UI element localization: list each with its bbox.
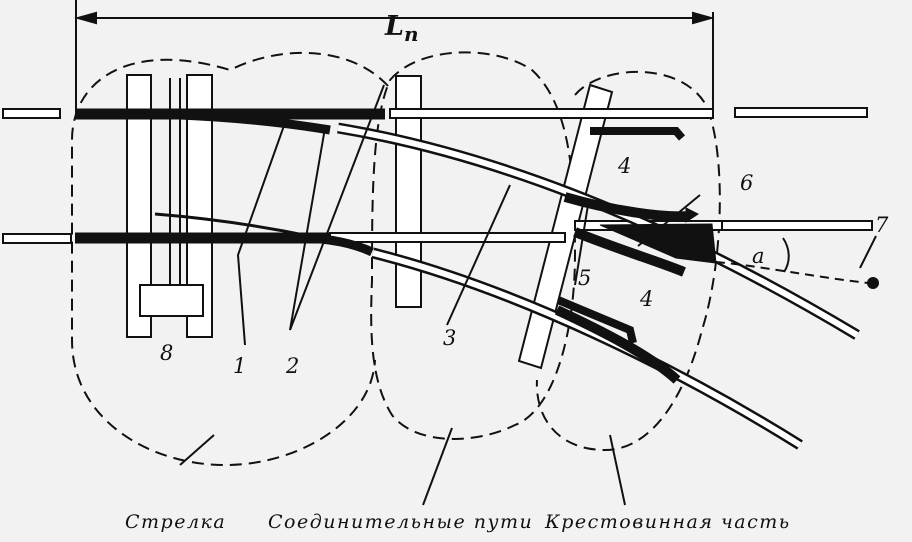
dimension-label: Lп	[384, 11, 419, 46]
zone-outline-frog	[535, 70, 721, 452]
guard-rails	[556, 127, 686, 344]
label-3: 3	[443, 326, 456, 350]
switch-blades	[154, 110, 374, 257]
label-2: 2	[285, 354, 299, 378]
label-7: 7	[875, 213, 889, 237]
leader-lines	[179, 84, 877, 506]
frog-elements	[554, 192, 717, 384]
zone-label-connecting: Соединительные пути	[268, 511, 533, 533]
zone-label-switch: Стрелка	[125, 511, 226, 533]
pivot-point	[867, 277, 879, 289]
label-1: 1	[233, 354, 246, 378]
label-5: 5	[578, 266, 591, 290]
label-8: 8	[160, 341, 173, 365]
label-4-upper: 4	[617, 154, 631, 178]
switch-rod	[139, 284, 204, 317]
label-4-lower: 4	[639, 287, 653, 311]
zone-outline-switch	[71, 51, 389, 467]
zone-outlines	[71, 51, 721, 467]
tie-frog-inclined	[517, 83, 614, 370]
rail-stubs	[2, 107, 873, 244]
zone-outline-connecting	[370, 51, 577, 440]
dimension-line	[74, 0, 715, 112]
label-angle: a	[752, 244, 765, 268]
zone-label-frog: Крестовинная часть	[544, 511, 791, 533]
angle-marker	[715, 237, 869, 284]
label-6: 6	[740, 171, 753, 195]
